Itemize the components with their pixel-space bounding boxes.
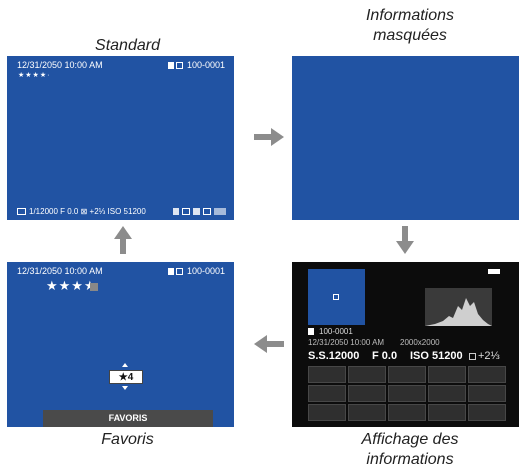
caption-info-line2: informations <box>366 451 454 468</box>
rating-selector[interactable]: ★4 <box>109 370 143 384</box>
info-iso: ISO 51200 <box>410 350 463 362</box>
setting-cell <box>388 366 426 383</box>
caption-info-display: Affichage des informations <box>300 430 520 470</box>
card-icon <box>168 62 174 69</box>
setting-cell <box>308 404 346 421</box>
setting-cell <box>468 404 506 421</box>
caption-info-line1: Affichage des <box>361 431 459 448</box>
setting-cell <box>468 366 506 383</box>
standard-datetime: 12/31/2050 10:00 AM <box>17 60 103 70</box>
card-icon <box>168 268 174 275</box>
info-file-number: 100-0001 <box>319 327 353 336</box>
info-datetime: 12/31/2050 10:00 AM <box>308 338 385 347</box>
arrow-up-icon <box>114 226 132 254</box>
rating-down-icon <box>122 386 128 390</box>
setting-cell <box>348 366 386 383</box>
play-icon <box>17 208 26 215</box>
info-resolution: 2000x2000 <box>400 338 440 347</box>
setting-cell <box>428 385 466 402</box>
setting-cell <box>468 385 506 402</box>
info-card-icon <box>308 328 314 335</box>
info-aperture: F 0.0 <box>372 350 398 362</box>
setting-cell <box>428 404 466 421</box>
favorites-file-number: 100-0001 <box>187 266 226 276</box>
hidden-info-screen <box>292 56 519 220</box>
caption-favorites: Favoris <box>101 431 154 448</box>
arrow-right-icon <box>254 128 284 146</box>
arrow-left-icon <box>254 335 284 353</box>
battery-icon <box>488 269 500 274</box>
info-shutter: S.S.12000 <box>308 350 360 362</box>
caption-hidden-line1: Informations <box>365 7 455 24</box>
thumbnail <box>308 269 365 325</box>
info-display-screen: 100-0001 12/31/2050 10:00 AM 2000x2000 S… <box>292 262 519 427</box>
empty-star-icon <box>90 283 98 291</box>
setting-cell <box>388 404 426 421</box>
folder-icon <box>176 268 183 275</box>
standard-file-number: 100-0001 <box>187 60 226 70</box>
info-exposure-comp: +2⅓ <box>478 350 500 362</box>
status-icons <box>173 208 229 215</box>
histogram-curve <box>425 298 492 326</box>
exposure-comp-icon <box>469 353 476 360</box>
setting-cell <box>348 404 386 421</box>
caption-hidden-line2: masquées <box>373 27 447 44</box>
arrow-down-icon <box>396 226 414 254</box>
standard-bottom-info: 1/12000 F 0.0 ⊠ +2⅓ ISO 51200 <box>29 207 146 216</box>
caption-hidden-info: Informations masquées <box>300 6 520 46</box>
setting-cell <box>428 366 466 383</box>
standard-rating: ★★★★· <box>18 72 51 79</box>
folder-icon <box>176 62 183 69</box>
standard-screen: 12/31/2050 10:00 AM 100-0001 ★★★★· 1/120… <box>7 56 234 220</box>
favorites-bar: FAVORIS <box>43 410 213 427</box>
caption-standard: Standard <box>95 37 160 54</box>
setting-cell <box>308 385 346 402</box>
setting-cell <box>308 366 346 383</box>
setting-cell <box>388 385 426 402</box>
rating-up-icon <box>122 363 128 367</box>
histogram <box>425 288 492 326</box>
settings-grid <box>308 366 506 422</box>
favorites-rating-stars: ★★★★ <box>46 278 97 293</box>
favorites-datetime: 12/31/2050 10:00 AM <box>17 266 103 276</box>
focus-frame-icon <box>333 294 339 300</box>
setting-cell <box>348 385 386 402</box>
favorites-screen: 12/31/2050 10:00 AM 100-0001 ★★★★ ★4 FAV… <box>7 262 234 427</box>
